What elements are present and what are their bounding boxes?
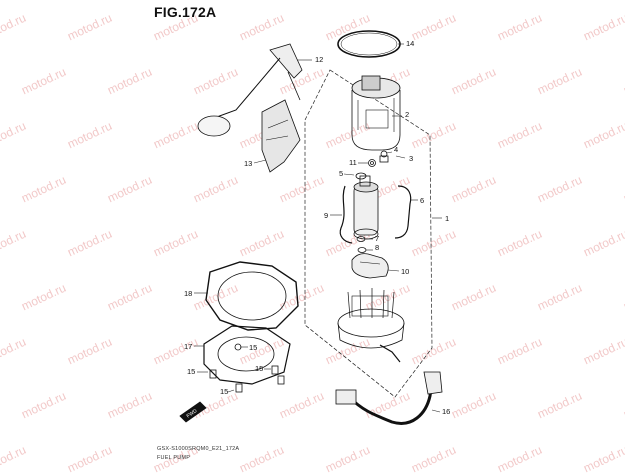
fwd-arrow-icon <box>179 401 207 423</box>
callout-label: 16 <box>442 407 450 416</box>
callout-label: 8 <box>375 243 379 252</box>
right-wire-part <box>394 185 412 239</box>
fitting-parts <box>368 150 389 167</box>
callout-leader <box>385 151 393 154</box>
screw-parts <box>209 365 285 393</box>
callout-label: 15 <box>187 367 195 376</box>
callout-label: 15 <box>255 364 263 373</box>
figure-title: FIG.172A <box>154 4 217 20</box>
figure-code: GSX-S1000SRQM0_E21_172A <box>157 446 240 452</box>
callout-label: 3 <box>409 154 413 163</box>
figure-name: FUEL PUMP <box>157 455 191 461</box>
regulator-part <box>351 253 389 279</box>
left-wire-part <box>339 185 353 244</box>
pump-base-part <box>337 288 405 363</box>
callout-label: 7 <box>375 234 379 243</box>
bracket-part <box>261 99 301 173</box>
fuel-hose-part <box>335 371 443 425</box>
callout-label: 14 <box>406 39 414 48</box>
fwd-label: FWD <box>186 408 199 420</box>
o-ring-part <box>337 30 401 58</box>
callout-label: 5 <box>339 169 343 178</box>
callout-label: 12 <box>315 55 323 64</box>
callout-label: 6 <box>420 196 424 205</box>
callout-leader <box>395 155 406 159</box>
callout-leader <box>343 173 355 176</box>
callout-label: 18 <box>184 289 192 298</box>
callout-label: 15 <box>220 387 228 396</box>
callout-label: 17 <box>184 342 192 351</box>
gasket-part <box>205 261 299 331</box>
pump-housing-part <box>351 75 401 151</box>
pump-motor-part <box>353 175 379 240</box>
callout-label: 10 <box>401 267 409 276</box>
callout-leader <box>387 269 400 272</box>
callout-label: 15 <box>249 343 257 352</box>
assembly-outline <box>304 69 433 398</box>
callout-label: 2 <box>405 110 409 119</box>
callout-label: 9 <box>324 211 328 220</box>
callout-label: 13 <box>244 159 252 168</box>
callout-label: 11 <box>349 158 357 167</box>
level-sender-part <box>197 43 303 137</box>
callout-label: 4 <box>394 145 398 154</box>
retainer-plate-part <box>203 325 291 385</box>
callout-leader <box>253 159 267 164</box>
callout-label: 1 <box>445 214 449 223</box>
callout-leader <box>227 389 235 393</box>
callout-leader <box>431 409 441 413</box>
